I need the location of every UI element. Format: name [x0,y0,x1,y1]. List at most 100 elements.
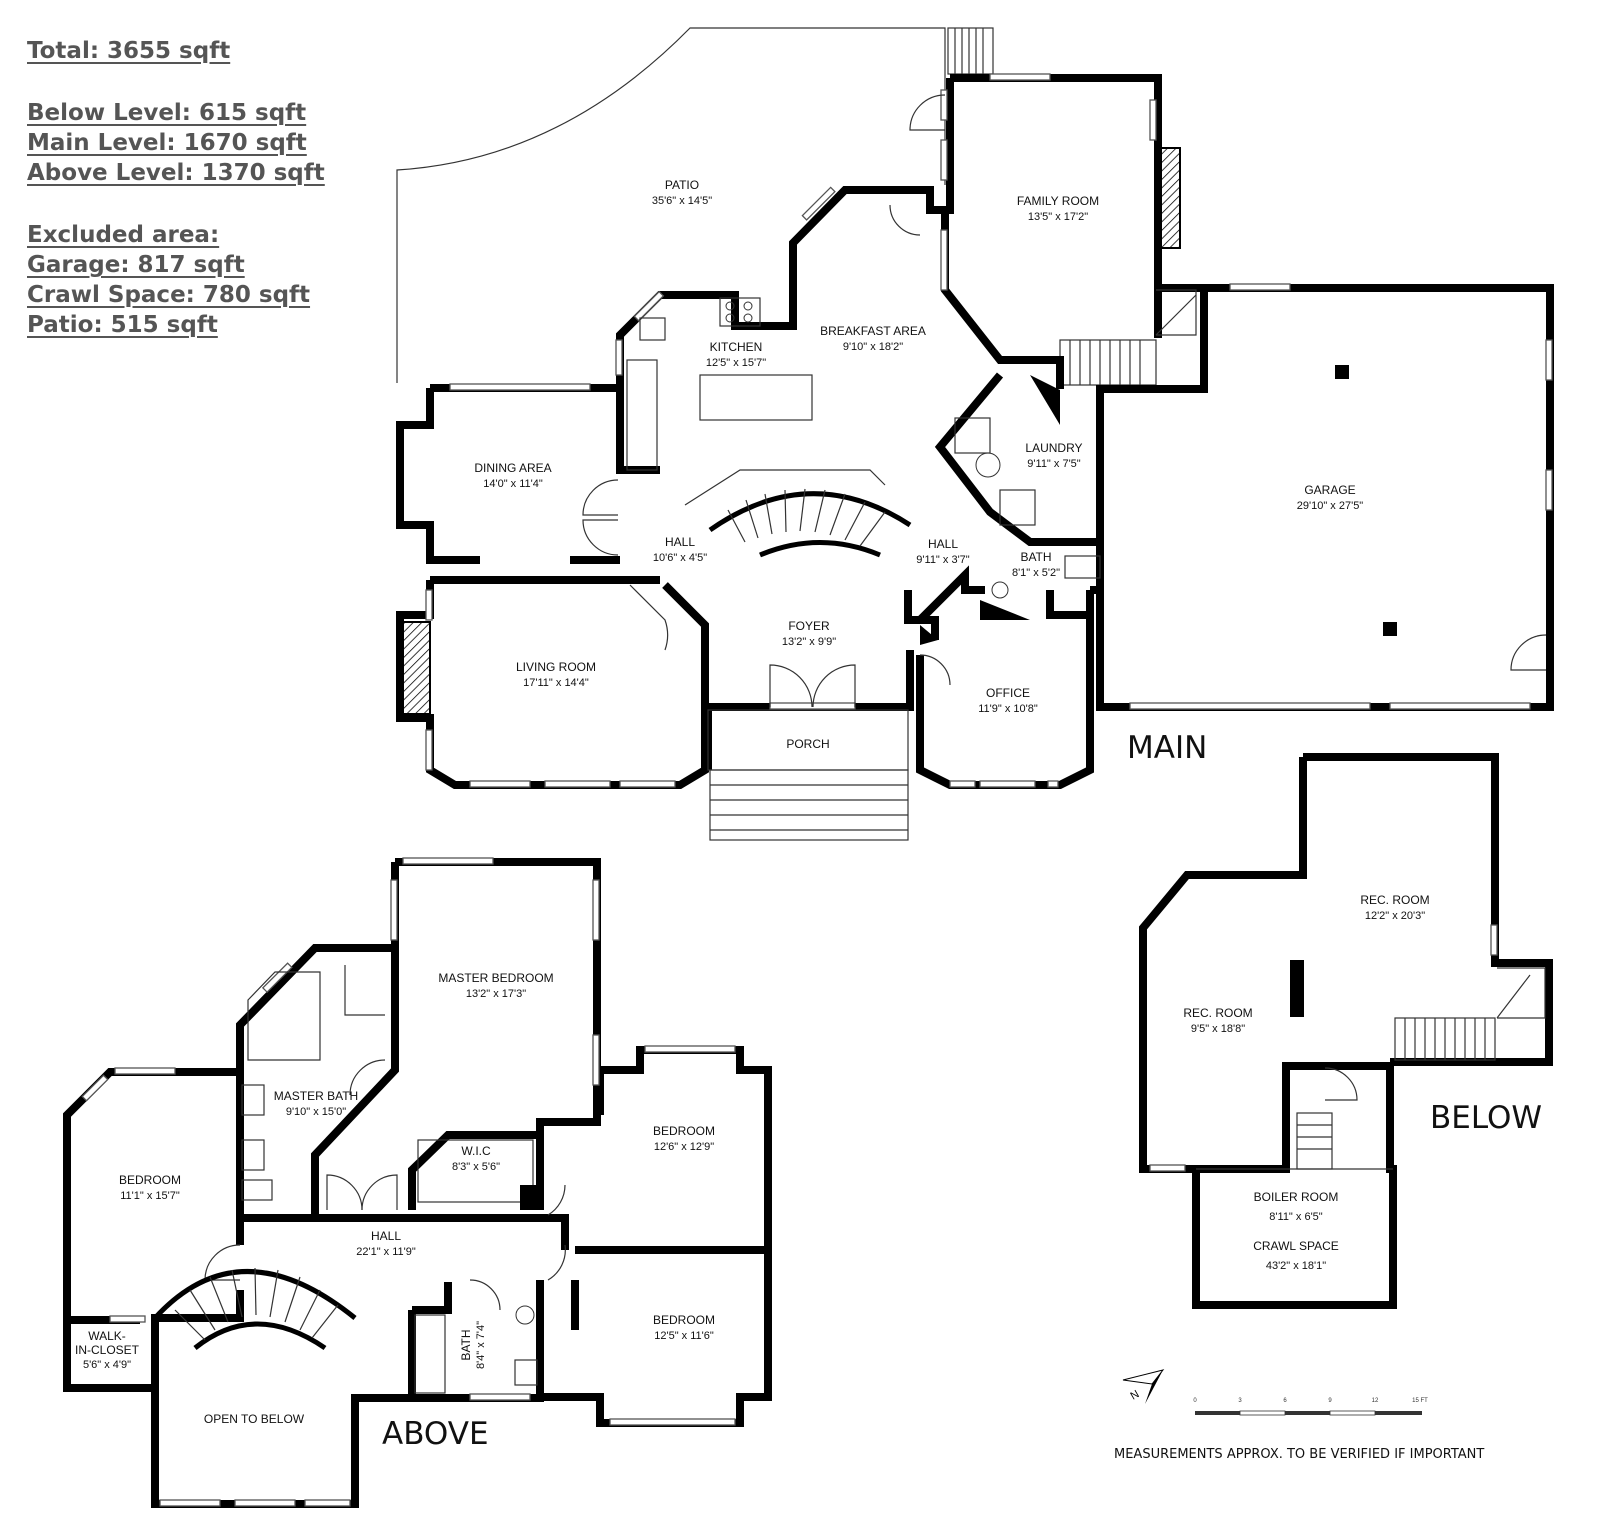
room-dim-foyer: 13'2" x 9'9" [782,636,836,648]
scale-tick: 3 [1238,1398,1242,1404]
room-dim-wic: 8'3" x 5'6" [452,1161,500,1173]
compass-label: N [1129,1388,1142,1402]
room-dim-hall-left: 10'6" x 4'5" [653,552,707,564]
scale-tick: 9 [1328,1398,1332,1404]
room-name-hall-right: HALL [928,537,958,551]
patio-area: Patio: 515 sqft [27,312,218,338]
scale-tick: 6 [1283,1398,1287,1404]
garage-post [1383,622,1397,636]
level-label-below: BELOW [1430,1100,1542,1136]
room-dim-walkin: 5'6" x 4'9" [83,1359,131,1371]
above-level-area: Above Level: 1370 sqft [27,160,325,186]
room-name-bath-above: BATH [459,1329,473,1360]
compass-icon: N [1122,1369,1165,1404]
patio-steps [947,27,994,75]
crawl-space-area: Crawl Space: 780 sqft [27,282,311,308]
scale-tick: 12 [1372,1398,1379,1404]
room-name-bed-upper-right: BEDROOM [653,1124,715,1138]
scale-tick: 0 [1193,1398,1197,1404]
level-label-main: MAIN [1127,730,1207,766]
main-stairs-right [1059,289,1197,386]
room-name-boiler: BOILER ROOM [1254,1190,1339,1204]
above-house-walls [63,858,772,1508]
room-name-foyer: FOYER [788,619,830,633]
room-dim-bed-upper-right: 12'6" x 12'9" [654,1141,714,1153]
below-level-area: Below Level: 615 sqft [27,100,307,126]
room-dim-rec-lower: 9'5" x 18'8" [1191,1023,1245,1035]
room-name-walkin-1: WALK- [88,1329,126,1343]
master-tub [247,971,321,1061]
room-name-bed-left: BEDROOM [119,1173,181,1187]
room-dim-bed-left: 11'1" x 15'7" [120,1190,180,1202]
kitchen-island [699,374,813,421]
below-post [1290,960,1304,1017]
above-curved-stair [153,1267,357,1351]
room-name-master-bath: MASTER BATH [274,1089,358,1103]
room-dim-rec-upper: 12'2" x 20'3" [1365,910,1425,922]
below-stairs [1394,967,1546,1061]
room-dim-laundry: 9'11" x 7'5" [1027,458,1080,470]
kitchen-sink [639,317,666,341]
room-name-rec-upper: REC. ROOM [1360,893,1429,907]
room-name-rec-lower: REC. ROOM [1183,1006,1252,1020]
kitchen-counter [626,359,658,471]
room-dim-master-bed: 13'2" x 17'3" [466,988,526,1000]
room-name-hall-left: HALL [665,535,695,549]
porch-steps [709,769,909,841]
room-dim-bed-lower-right: 12'5" x 11'6" [654,1330,714,1342]
below-level-plan [1139,753,1553,1309]
room-name-breakfast: BREAKFAST AREA [820,324,926,338]
measurement-note: MEASUREMENTS APPROX. TO BE VERIFIED IF I… [1114,1447,1484,1462]
room-dim-crawl: 43'2" x 18'1" [1266,1260,1326,1272]
scale-bar: 0 3 6 9 12 15 FT [1193,1398,1428,1416]
room-dim-dining: 14'0" x 11'4" [483,478,543,490]
room-dim-family: 13'5" x 17'2" [1028,211,1088,223]
level-label-above: ABOVE [382,1416,489,1452]
room-name-bed-lower-right: BEDROOM [653,1313,715,1327]
room-dim-master-bath: 9'10" x 15'0" [286,1106,346,1118]
bath-tub-main [1064,555,1101,579]
room-name-porch: PORCH [786,737,829,751]
room-name-master-bed: MASTER BEDROOM [438,971,553,985]
main-level-area: Main Level: 1670 sqft [27,130,307,156]
scale-tick: 15 FT [1412,1398,1428,1404]
room-name-office: OFFICE [986,686,1030,700]
family-fireplace [1157,147,1181,249]
room-name-walkin-2: IN-CLOSET [75,1343,140,1357]
room-dim-office: 11'9" x 10'8" [978,703,1038,715]
room-dim-patio: 35'6" x 14'5" [652,195,712,207]
room-name-wic: W.I.C [461,1144,491,1158]
excluded-area-heading: Excluded area: [27,222,220,248]
room-dim-hall-right: 9'11" x 3'7" [916,554,969,566]
main-level-plan [396,27,1554,841]
room-name-living: LIVING ROOM [516,660,596,674]
bath-above-tub [414,1314,446,1394]
room-name-laundry: LAUNDRY [1025,441,1082,455]
below-house-walls [1139,753,1553,1309]
room-dim-boiler: 8'11" x 6'5" [1269,1211,1322,1223]
stove [719,297,761,327]
room-dim-hall-above: 22'1" x 11'9" [356,1246,416,1258]
room-name-crawl: CRAWL SPACE [1253,1239,1339,1253]
room-name-kitchen: KITCHEN [710,340,763,354]
living-fireplace [399,621,431,715]
room-dim-living: 17'11" x 14'4" [523,677,589,689]
room-name-garage: GARAGE [1304,483,1355,497]
washer [954,417,991,454]
room-dim-bath-main: 8'1" x 5'2" [1012,567,1060,579]
room-name-dining: DINING AREA [474,461,551,475]
room-dim-breakfast: 9'10" x 18'2" [843,341,903,353]
patio-outline [396,27,946,383]
room-name-bath-main: BATH [1020,550,1051,564]
total-area: Total: 3655 sqft [27,38,231,64]
garage-walls [1096,284,1554,711]
room-name-hall-above: HALL [371,1229,401,1243]
room-name-open-below: OPEN TO BELOW [204,1412,305,1426]
room-dim-bath-above: 8'4" x 7'4" [475,1321,487,1369]
room-name-family: FAMILY ROOM [1017,194,1099,208]
room-dim-kitchen: 12'5" x 15'7" [706,357,766,369]
room-dim-garage: 29'10" x 27'5" [1297,500,1364,512]
dryer [999,489,1036,526]
garage-area: Garage: 817 sqft [27,252,245,278]
